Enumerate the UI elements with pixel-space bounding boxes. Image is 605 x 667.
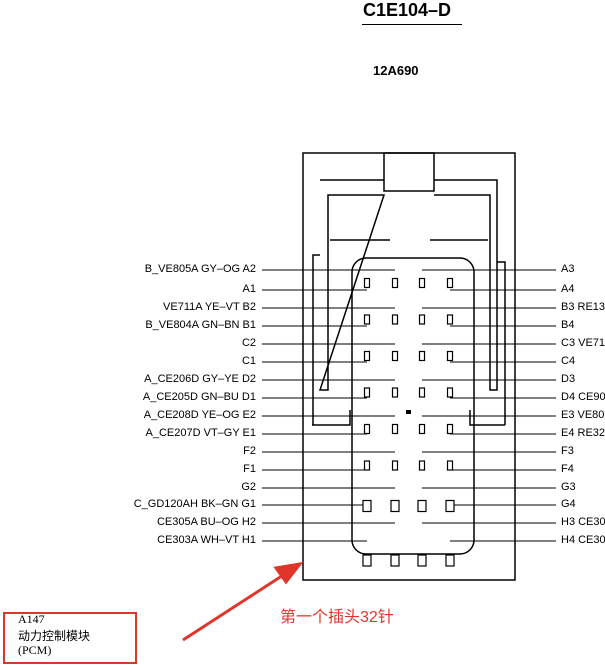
pin-label-left: CE305A BU–OG H2 <box>156 516 256 528</box>
connector-side-walls <box>312 254 506 425</box>
connector-pin <box>417 499 427 513</box>
annotation-text: 第一个插头32针 <box>280 609 394 626</box>
connector-pin <box>391 350 399 362</box>
pin-label-right: D3 <box>561 373 576 385</box>
title-underline <box>362 24 462 25</box>
pin-label-right: C4 <box>561 355 576 367</box>
connector-pin <box>391 460 399 471</box>
pin-label-right: B3 RE13 <box>561 301 605 313</box>
component-abbrev: (PCM) <box>18 643 52 657</box>
pin-label-left: B_VE805A GY–OG A2 <box>144 263 256 275</box>
pin-label-left: C1 <box>241 355 256 367</box>
pin-label-right: D4 CE90 <box>561 391 605 403</box>
connector-inner-frame-1 <box>318 179 498 391</box>
pin-label-right: A4 <box>561 283 575 295</box>
connector-pin <box>445 554 455 567</box>
connector-pin-cavity <box>351 257 475 555</box>
pin-label-left: A_CE208D YE–OG E2 <box>143 409 256 421</box>
connector-pin <box>391 423 399 435</box>
pin-label-left: F1 <box>243 463 256 475</box>
pin-label-right: E3 VE80 <box>561 409 605 421</box>
pin-label-left: F2 <box>243 445 256 457</box>
connector-pin <box>418 387 426 398</box>
pin-label-left: A1 <box>242 283 256 295</box>
connector-pin <box>446 350 454 362</box>
connector-housing-outer <box>302 152 516 581</box>
connector-pin <box>446 277 454 289</box>
connector-keying <box>312 410 505 426</box>
connector-pin <box>446 314 454 325</box>
component-id: A147 <box>18 612 45 626</box>
pin-label-left: C2 <box>241 337 256 349</box>
pin-label-right: F3 <box>561 445 574 457</box>
connector-pin <box>390 499 400 513</box>
connector-pin <box>391 387 399 398</box>
connector-pin <box>418 350 426 362</box>
pin-label-right: F4 <box>561 463 574 475</box>
connector-pin <box>446 460 454 471</box>
connector-pin <box>418 277 426 289</box>
pin-label-right: H3 CE30 <box>561 516 605 528</box>
connector-pin <box>390 554 400 567</box>
pin-label-right: G3 <box>561 481 576 493</box>
connector-pin <box>363 277 371 289</box>
component-box <box>3 612 137 664</box>
connector-pin <box>418 460 426 471</box>
connector-pin <box>445 499 455 513</box>
connector-pin <box>362 499 372 513</box>
pin-label-left: VE711A YE–VT B2 <box>163 301 256 313</box>
pin-label-right: C3 VE71 <box>561 337 605 349</box>
pin-label-left: G2 <box>241 481 256 493</box>
connector-pin <box>363 460 371 471</box>
pin-label-left: A_CE205D GN–BU D1 <box>142 391 256 403</box>
connector-pin <box>363 350 371 362</box>
connector-pin <box>417 554 427 567</box>
connector-latch-tab <box>383 152 435 192</box>
connector-pin <box>446 423 454 435</box>
part-number: 12A690 <box>373 63 419 78</box>
pin-label-left: A_CE207D VT–GY E1 <box>145 427 256 439</box>
pin-label-right: H4 CE30 <box>561 534 605 546</box>
connector-pin <box>363 387 371 398</box>
annotation-arrow-head <box>273 561 304 585</box>
pin-label-left: CE303A WH–VT H1 <box>157 534 256 546</box>
connector-pin <box>418 423 426 435</box>
connector-pin <box>362 554 372 567</box>
pin-label-right: E4 RE32 <box>561 427 605 439</box>
annotation-arrow-shaft <box>182 570 289 642</box>
connector-pin <box>363 314 371 325</box>
connector-code: C1E104–D <box>363 0 452 20</box>
pin-label-left: C_GD120AH BK–GN G1 <box>133 498 256 510</box>
pin-label-right: G4 <box>561 498 576 510</box>
pin-label-right: B4 <box>561 319 575 331</box>
pin-label-left: A_CE206D GY–YE D2 <box>144 373 256 385</box>
connector-pin <box>391 314 399 325</box>
pin-label-left: B_VE804A GN–BN B1 <box>145 319 256 331</box>
connector-pin <box>363 423 371 435</box>
connector-pin <box>391 277 399 289</box>
connector-pin <box>446 387 454 398</box>
pin-label-right: A3 <box>561 263 575 275</box>
component-name: 动力控制模块 <box>18 629 91 643</box>
connector-pin <box>418 314 426 325</box>
center-marker <box>406 410 411 414</box>
